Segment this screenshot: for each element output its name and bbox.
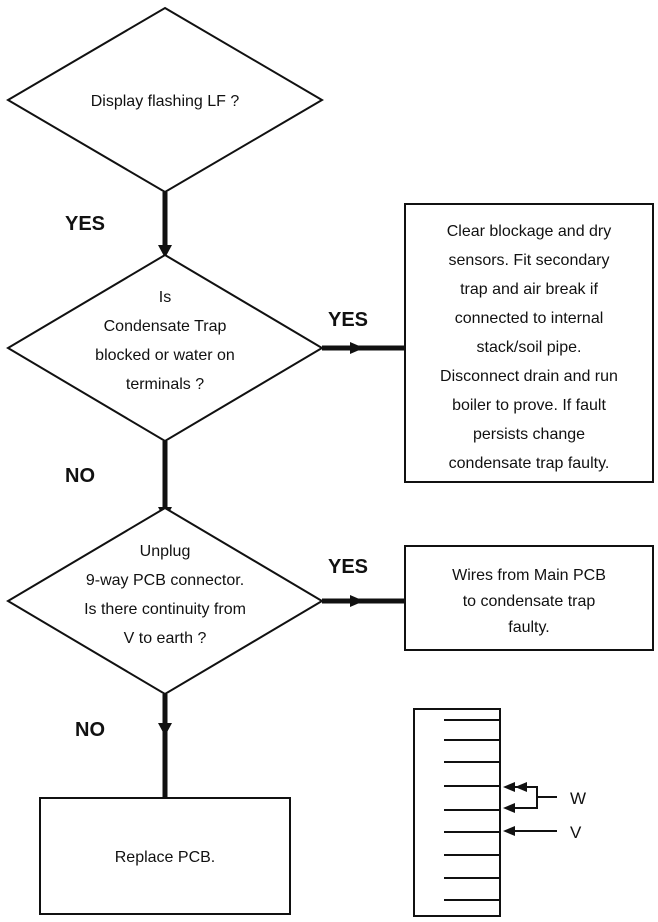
action-1-line-5: stack/soil pipe.	[477, 339, 582, 356]
final-text: Replace PCB.	[115, 849, 216, 866]
decision-3-line-2: 9-way PCB connector.	[86, 572, 244, 589]
action-1-line-7: boiler to prove. If fault	[452, 397, 606, 414]
decision-2-line-2: Condensate Trap	[104, 318, 227, 335]
action-wires-faulty: Wires from Main PCB to condensate trap f…	[404, 545, 654, 651]
connector-body	[413, 708, 501, 917]
label-v: V	[570, 823, 582, 842]
w-arrowhead-1	[503, 782, 515, 792]
action-2-line-2: to condensate trap	[463, 593, 596, 610]
action-2-line-3: faulty.	[508, 619, 550, 636]
decision-display-flashing-lf: Display flashing LF ?	[6, 6, 324, 194]
arrowhead-yes-3	[350, 595, 364, 607]
action-1-line-3: trap and air break if	[460, 281, 598, 298]
action-clear-blockage: Clear blockage and dry sensors. Fit seco…	[404, 203, 654, 483]
connector-pins	[444, 719, 500, 901]
w-arrow-top	[515, 782, 527, 792]
v-arrowhead	[503, 826, 515, 836]
action-2-line-1: Wires from Main PCB	[452, 567, 606, 584]
final-box	[39, 797, 291, 915]
decision-3-line-4: V to earth ?	[124, 630, 207, 647]
decision-3-line-1: Unplug	[140, 543, 191, 560]
decision-2-line-1: Is	[159, 289, 171, 306]
decision-2-line-3: blocked or water on	[95, 347, 235, 364]
label-yes-3: YES	[328, 556, 368, 578]
label-no-1: NO	[65, 465, 95, 487]
action-replace-pcb: Replace PCB.	[39, 797, 291, 915]
action-box-2	[404, 545, 654, 651]
arrowhead-yes-2	[350, 342, 364, 354]
label-yes-2: YES	[328, 309, 368, 331]
arrowhead-yes-1	[158, 245, 172, 258]
action-1-line-4: connected to internal	[455, 310, 604, 327]
decision-condensate-trap-blocked: Is Condensate Trap blocked or water on t…	[6, 253, 324, 443]
action-box-1	[404, 203, 654, 483]
action-1-line-9: condensate trap faulty.	[449, 455, 610, 472]
action-1-line-2: sensors. Fit secondary	[449, 252, 610, 269]
action-1-line-8: persists change	[473, 426, 585, 443]
label-yes-1: YES	[65, 213, 105, 235]
arrowhead-no-2	[158, 723, 172, 736]
decision-1-text: Display flashing LF ?	[91, 93, 240, 110]
decision-continuity-check: Unplug 9-way PCB connector. Is there con…	[6, 506, 324, 696]
label-w: W	[570, 789, 586, 808]
w-arrowhead-2	[503, 803, 515, 813]
label-no-2: NO	[75, 719, 105, 741]
action-1-line-1: Clear blockage and dry	[447, 223, 612, 240]
connector-pin-diagram: W V	[413, 708, 586, 917]
action-1-line-6: Disconnect drain and run	[440, 368, 618, 385]
decision-3-line-3: Is there continuity from	[84, 601, 246, 618]
decision-2-line-4: terminals ?	[126, 376, 204, 393]
